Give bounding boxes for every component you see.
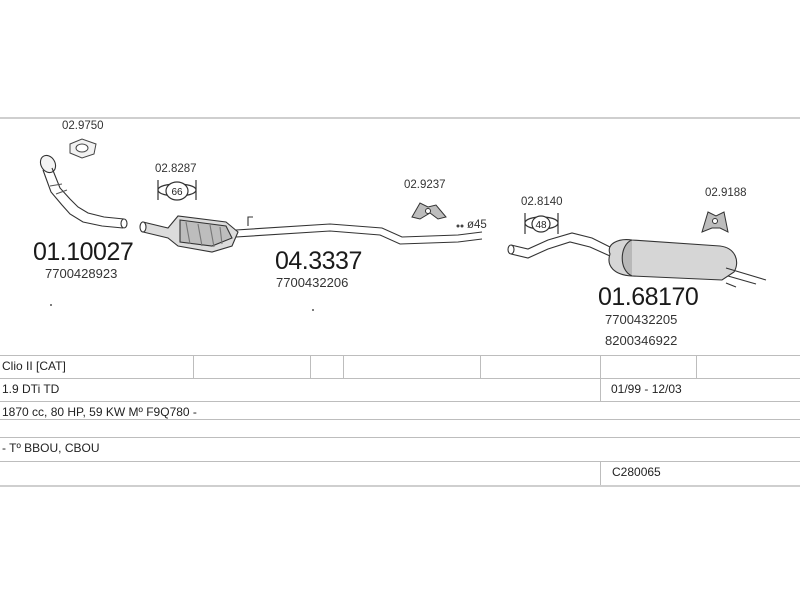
table-row-divider [0,355,800,356]
table-row-divider [0,378,800,379]
mount-middle-code: 02.9237 [404,179,446,191]
table-column-divider [600,356,601,378]
clamp-rear-code: 02.8140 [521,196,563,208]
table-column-divider [193,356,194,378]
frame-top-line [0,117,800,119]
table-row-divider [0,419,800,420]
table-row-divider [0,461,800,462]
clamp-front-code: 02.8287 [155,163,197,175]
front-pipe-oe-number: 7700428923 [45,266,118,281]
vehicle-types: - Tº BBOU, CBOU [2,441,100,455]
front-pipe-code: 01.10027 [33,238,134,266]
rear-silencer-code: 01.68170 [598,283,699,311]
table-column-divider [696,356,697,378]
middle-section-drawing [139,215,483,253]
clamp-front-size-label: 66 [171,187,183,198]
rear-silencer-drawing [507,232,767,288]
table-column-divider [310,356,311,378]
clamp-rear-size-label: 48 [535,220,547,231]
marker-dot [312,309,314,311]
pipe-diameter-label: ø45 [467,219,487,231]
table-column-divider [480,356,481,378]
table-bottom-line [0,485,800,487]
middle-section-oe-number: 7700432206 [276,275,349,290]
marker-dot [50,304,52,306]
pipe-clip-drawing [456,224,464,228]
mount-rear-drawing [701,211,729,233]
table-row-divider [0,437,800,438]
clamp-rear-drawing [524,213,559,234]
table-row-divider [0,401,800,402]
middle-section-code: 04.3337 [275,247,362,275]
flange-gasket-drawing [69,138,97,159]
flange-gasket-code: 02.9750 [62,120,104,132]
table-column-divider [343,356,344,378]
table-column-divider [600,462,601,485]
rear-silencer-oe-number-2: 8200346922 [605,333,678,348]
mount-rear-code: 02.9188 [705,187,747,199]
table-column-divider [600,379,601,401]
vehicle-years: 01/99 - 12/03 [611,382,682,396]
clamp-front-drawing [157,180,197,201]
catalogue-reference: C280065 [612,465,661,479]
mount-middle-drawing [411,202,447,220]
front-pipe-drawing [39,154,128,229]
rear-silencer-oe-number-1: 7700432205 [605,312,678,327]
vehicle-spec: 1870 cc, 80 HP, 59 KW Mº F9Q780 - [2,405,197,419]
vehicle-model: Clio II [CAT] [2,359,66,373]
vehicle-engine: 1.9 DTi TD [2,382,60,396]
